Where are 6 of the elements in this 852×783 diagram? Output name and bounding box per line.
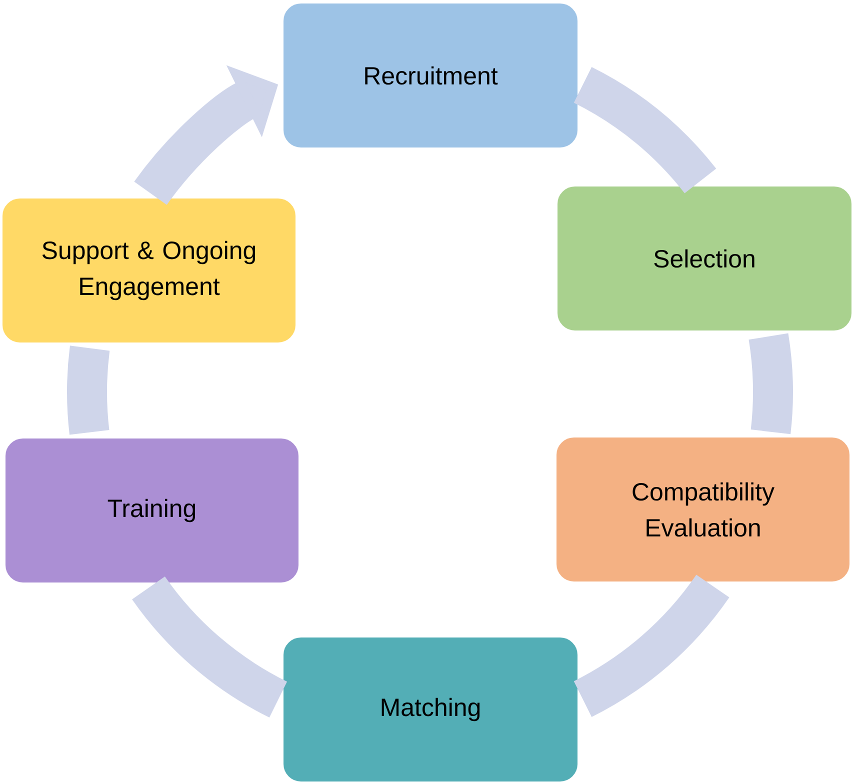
process-box: Recruitment (282, 2, 578, 148)
process-box: Selection (556, 186, 852, 332)
process-box: Matching (282, 636, 578, 782)
process-box: Training (4, 438, 300, 584)
process-box: Support & Ongoing Engagement (2, 198, 296, 344)
process-box: Compatibility Evaluation (556, 436, 850, 582)
